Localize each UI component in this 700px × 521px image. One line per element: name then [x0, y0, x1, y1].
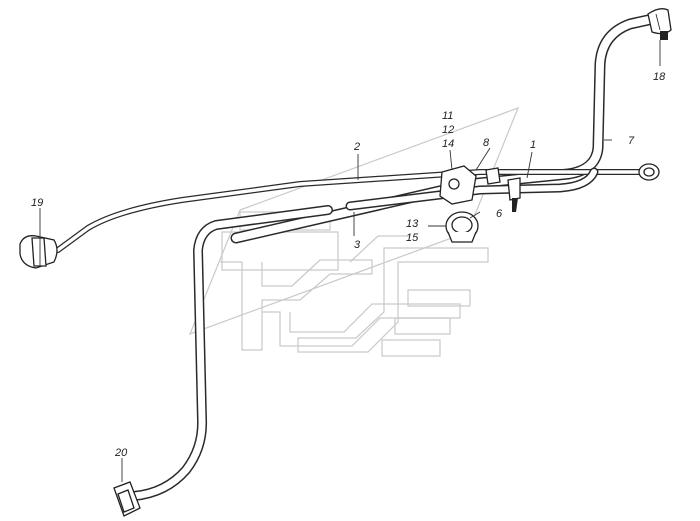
- callout-20: 20: [114, 447, 128, 459]
- fuel-tube-branch: [345, 167, 599, 211]
- callout-1: 1: [530, 139, 536, 151]
- fuel-line-upper: [55, 169, 648, 253]
- clamp-bracket: [439, 165, 521, 212]
- callout-18: 18: [653, 71, 666, 83]
- callout-8: 8: [483, 137, 490, 149]
- fitting-20: [113, 481, 141, 517]
- callout-7: 7: [628, 135, 635, 147]
- callout-14: 14: [442, 138, 454, 150]
- pipe-end-cap: [638, 163, 660, 181]
- callout-19: 19: [31, 197, 43, 209]
- callout-11: 11: [442, 110, 453, 122]
- fitting-18: [647, 8, 672, 40]
- callout-13: 13: [406, 218, 419, 230]
- fitting-19: [19, 235, 58, 269]
- callout-15: 15: [406, 232, 419, 244]
- callout-12: 12: [442, 124, 454, 136]
- fuel-tube-lower: [129, 205, 333, 501]
- callout-3: 3: [354, 239, 361, 251]
- callout-6: 6: [496, 208, 503, 220]
- clamp-13-15: [445, 211, 479, 243]
- callout-2: 2: [353, 141, 360, 153]
- leader-lines: [39, 40, 661, 482]
